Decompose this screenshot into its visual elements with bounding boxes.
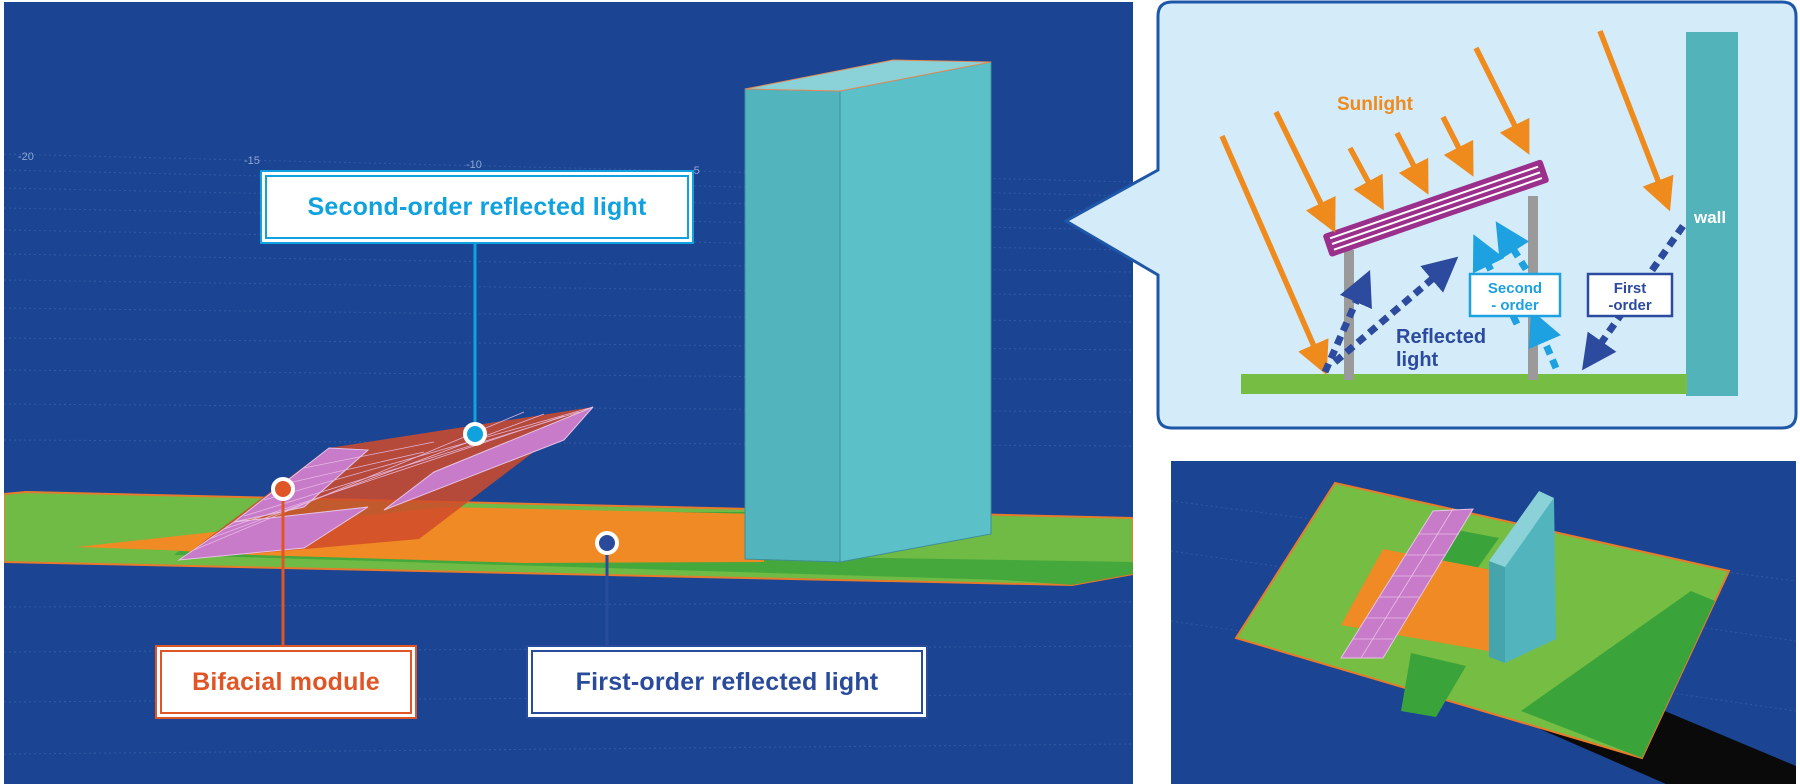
tick-label: -5 bbox=[690, 165, 700, 177]
first-order-label: First-order reflected light bbox=[575, 667, 879, 696]
sunlight-label: Sunlight bbox=[1337, 94, 1414, 115]
ground-strip bbox=[1241, 374, 1687, 394]
second-order-arrows bbox=[1472, 221, 1561, 370]
first-order-callout: First-order reflected light bbox=[526, 645, 928, 719]
simulation-scene: -20 -15 -10 -5 bbox=[4, 2, 1133, 784]
scene-canvas: -20 -15 -10 -5 bbox=[4, 59, 1133, 755]
wall-rect bbox=[1686, 32, 1738, 396]
schematic-canvas: Sunlight wall Reflected light Second - o… bbox=[1062, 0, 1798, 430]
second-order-marker bbox=[463, 422, 487, 446]
tick-label: -10 bbox=[466, 159, 482, 171]
overview-wall bbox=[1489, 561, 1505, 663]
overview-shade bbox=[1401, 653, 1466, 717]
bifacial-marker bbox=[271, 477, 295, 501]
first-order-box bbox=[1586, 272, 1674, 318]
bifacial-callout: Bifacial module bbox=[155, 645, 417, 719]
overview-shade bbox=[1521, 591, 1715, 758]
reflected-light-label-1: Reflected bbox=[1396, 326, 1486, 348]
tick-label: -20 bbox=[18, 151, 34, 163]
reflected-light-label-2: light bbox=[1396, 349, 1439, 371]
overview-wall bbox=[1489, 491, 1554, 567]
axis-tick-labels: -20 -15 -10 -5 bbox=[18, 151, 700, 177]
second-order-box-l2: - order bbox=[1491, 297, 1539, 314]
tick-label: -15 bbox=[244, 155, 260, 167]
reflection-schematic: Sunlight wall Reflected light Second - o… bbox=[1060, 0, 1800, 440]
sunlight-arrows bbox=[1219, 30, 1674, 376]
overview-canvas bbox=[1171, 481, 1796, 784]
overview-wall bbox=[1505, 498, 1556, 663]
first-order-box-l2: -order bbox=[1608, 297, 1652, 314]
second-order-box-l1: Second bbox=[1488, 280, 1542, 297]
second-order-label: Second-order reflected light bbox=[307, 192, 647, 221]
overview-scene bbox=[1171, 461, 1796, 784]
first-order-marker bbox=[595, 531, 619, 555]
bifacial-label: Bifacial module bbox=[192, 667, 380, 696]
wall-block bbox=[744, 59, 992, 563]
second-order-callout: Second-order reflected light bbox=[260, 170, 694, 244]
module-panel bbox=[1323, 159, 1549, 257]
wall-label: wall bbox=[1693, 208, 1726, 227]
second-order-box bbox=[1468, 272, 1562, 318]
first-order-box-l1: First bbox=[1614, 280, 1647, 297]
